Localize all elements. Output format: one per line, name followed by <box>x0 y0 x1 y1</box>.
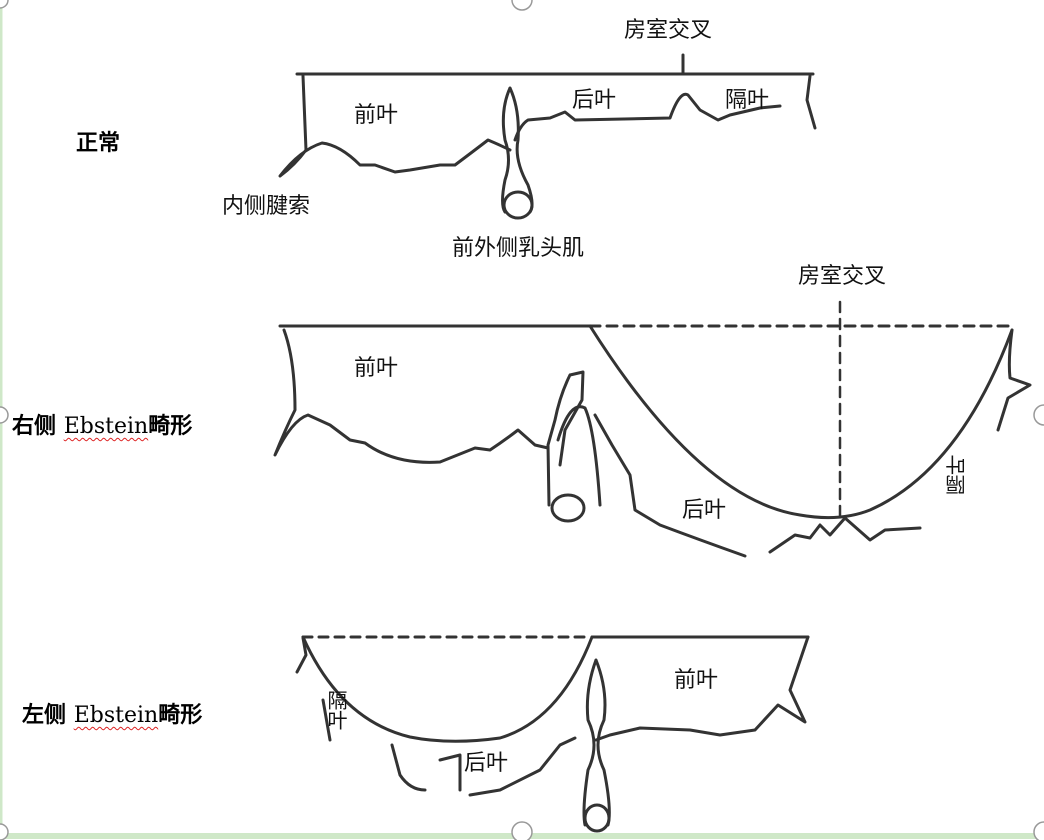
right-ebstein-drawing <box>273 300 1032 558</box>
row-label-left-ebstein: 左侧 Ebstein畸形 <box>22 697 202 729</box>
left-prefix: 左侧 <box>22 702 67 728</box>
label-anterior-3: 前叶 <box>674 668 719 693</box>
right-suffix: 畸形 <box>148 413 193 439</box>
label-papillary: 前外侧乳头肌 <box>452 236 585 261</box>
label-septal-3: 隔叶 <box>324 690 348 730</box>
label-posterior-3: 后叶 <box>464 751 509 776</box>
label-medial-chordae: 内侧腱索 <box>222 194 311 219</box>
label-anterior-1: 前叶 <box>354 103 399 128</box>
right-prefix: 右侧 <box>12 413 57 439</box>
label-posterior-1: 后叶 <box>572 88 617 113</box>
left-suffix: 畸形 <box>158 702 203 728</box>
row-label-normal: 正常 <box>76 130 121 156</box>
right-ebstein-word: Ebstein <box>63 414 149 439</box>
label-crux-1: 房室交叉 <box>624 18 713 43</box>
label-anterior-2: 前叶 <box>354 356 399 381</box>
label-septal-1: 隔叶 <box>725 88 770 113</box>
label-crux-2: 房室交叉 <box>798 264 887 289</box>
normal-valve-drawing <box>278 53 817 220</box>
label-posterior-2: 后叶 <box>682 498 727 523</box>
label-septal-2: 隔叶 <box>945 455 969 495</box>
left-ebstein-word: Ebstein <box>73 703 159 728</box>
row-label-right-ebstein: 右侧 Ebstein畸形 <box>12 408 192 440</box>
left-ebstein-drawing <box>295 635 810 833</box>
